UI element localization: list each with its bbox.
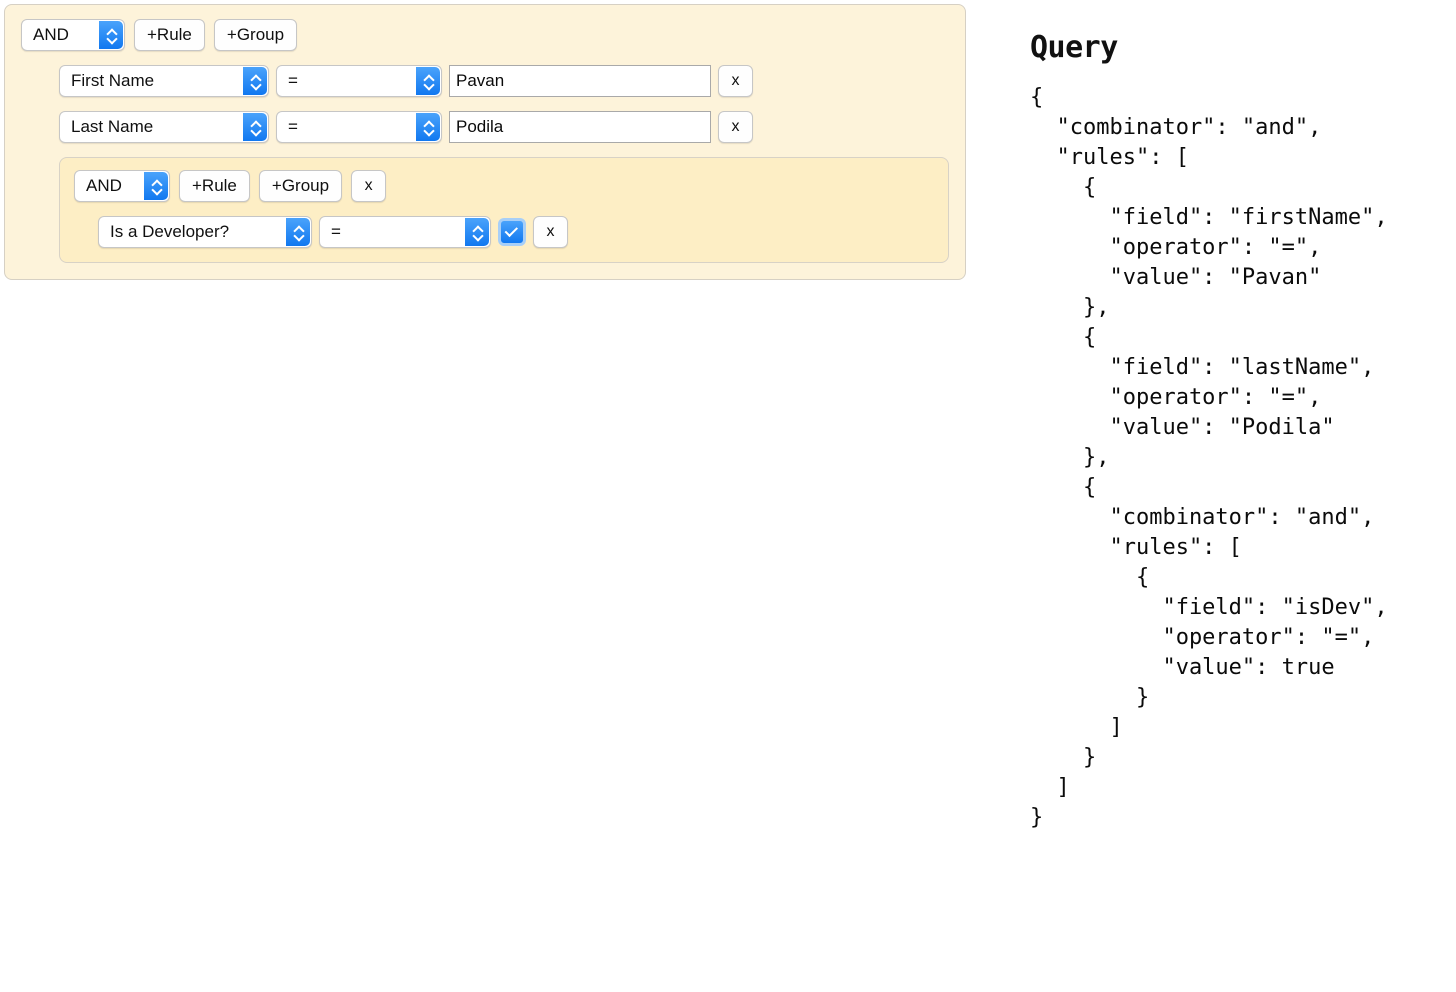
stepper-icon[interactable] <box>243 67 267 95</box>
stepper-icon[interactable] <box>416 113 440 141</box>
chevron-down-icon <box>424 128 433 133</box>
stepper-icon[interactable] <box>465 218 489 246</box>
remove-group-button-nested[interactable]: x <box>351 170 387 202</box>
operator-select-value: = <box>331 222 341 241</box>
chevron-down-icon <box>424 82 433 87</box>
field-select[interactable]: Last Name <box>59 111 269 143</box>
value-input[interactable] <box>449 65 711 97</box>
field-select[interactable]: Is a Developer? <box>98 216 312 248</box>
checkmark-icon <box>504 223 519 237</box>
field-select-value: Is a Developer? <box>110 222 230 241</box>
field-select-value: Last Name <box>71 117 154 136</box>
chevron-down-icon <box>294 233 303 238</box>
combinator-select-nested[interactable]: AND <box>74 170 170 202</box>
query-builder: AND +Rule +Group First Name <box>4 4 966 280</box>
rule-row: Last Name = x <box>59 111 949 143</box>
stepper-icon[interactable] <box>99 21 123 49</box>
group-header-nested: AND +Rule +Group x <box>74 170 934 202</box>
add-group-button-nested[interactable]: +Group <box>258 170 343 202</box>
remove-rule-button[interactable]: x <box>718 111 753 143</box>
operator-select[interactable]: = <box>276 65 442 97</box>
stepper-icon[interactable] <box>243 113 267 141</box>
operator-select-value: = <box>288 71 298 90</box>
value-checkbox[interactable] <box>498 218 526 246</box>
query-panel-title: Query <box>1030 30 1118 65</box>
combinator-select-nested-value: AND <box>86 176 122 195</box>
operator-select-value: = <box>288 117 298 136</box>
rule-group-root: AND +Rule +Group First Name <box>4 4 966 280</box>
chevron-down-icon <box>152 187 161 192</box>
operator-select[interactable]: = <box>319 216 491 248</box>
remove-rule-button[interactable]: x <box>718 65 753 97</box>
field-select-value: First Name <box>71 71 155 90</box>
chevron-down-icon <box>251 128 260 133</box>
stepper-icon[interactable] <box>416 67 440 95</box>
group-header-root: AND +Rule +Group <box>21 19 949 51</box>
chevron-down-icon <box>107 36 116 41</box>
query-panel: Query { "combinator": "and", "rules": [ … <box>1030 30 1456 833</box>
add-rule-button-root[interactable]: +Rule <box>134 19 205 51</box>
operator-select[interactable]: = <box>276 111 442 143</box>
rule-row: Is a Developer? = <box>98 216 934 248</box>
chevron-down-icon <box>473 233 482 238</box>
combinator-select-root[interactable]: AND <box>21 19 125 51</box>
field-select[interactable]: First Name <box>59 65 269 97</box>
rule-group-nested: AND +Rule +Group x Is a Developer? <box>59 157 949 263</box>
stepper-icon[interactable] <box>144 172 168 200</box>
stepper-icon[interactable] <box>286 218 310 246</box>
rule-row: First Name = x <box>59 65 949 97</box>
combinator-select-root-value: AND <box>33 25 69 44</box>
value-input[interactable] <box>449 111 711 143</box>
add-rule-button-nested[interactable]: +Rule <box>179 170 250 202</box>
chevron-down-icon <box>251 82 260 87</box>
query-json-output: { "combinator": "and", "rules": [ { "fie… <box>1030 85 1388 830</box>
add-group-button-root[interactable]: +Group <box>213 19 298 51</box>
remove-rule-button[interactable]: x <box>533 216 568 248</box>
